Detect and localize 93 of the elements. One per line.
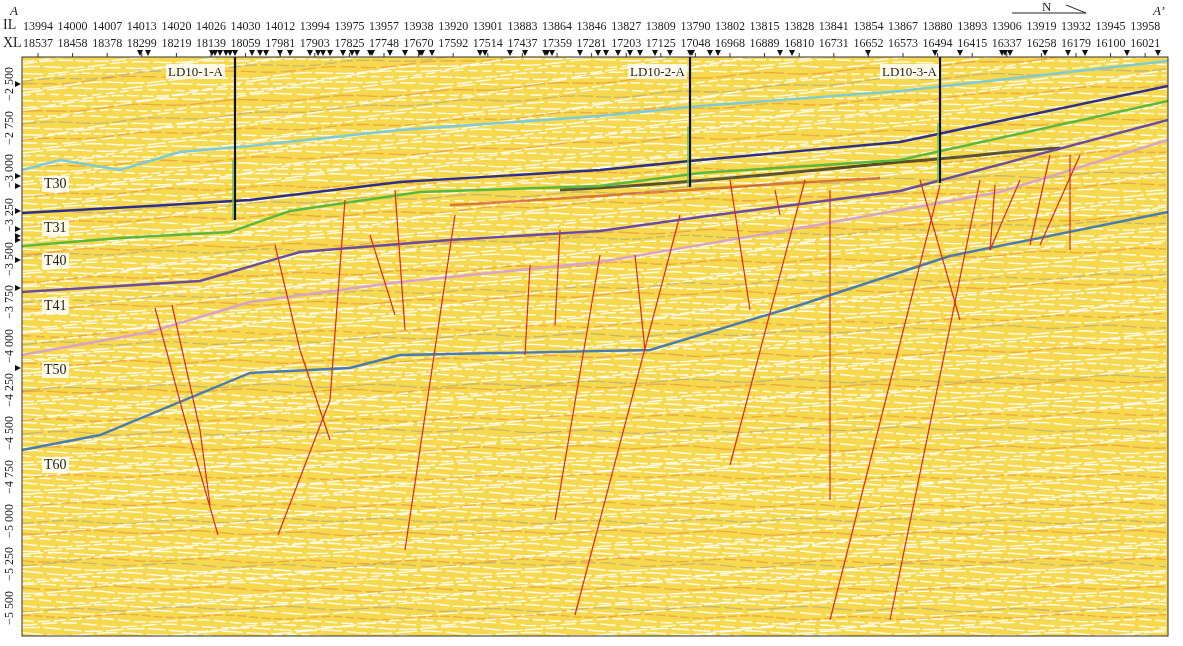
axis-title: IL (3, 18, 17, 32)
axis-title: XL (3, 36, 22, 50)
crossline-number-label: 16258 (1026, 37, 1057, 49)
inline-number-label: 13932 (1061, 20, 1091, 32)
inline-number-label: 13958 (1130, 20, 1161, 32)
crossline-number-label: 16889 (749, 37, 780, 49)
depth-tick-label: −2 750 (3, 110, 15, 145)
inline-number-label: 13919 (1026, 20, 1057, 32)
crossline-number-label: 16494 (922, 37, 953, 49)
horizon-label: T30 (42, 176, 69, 192)
crossline-number-label: 17825 (334, 37, 365, 49)
depth-tick-label: −2 500 (3, 67, 15, 101)
crossline-number-label: 16652 (853, 37, 884, 49)
depth-tick-label: −5 000 (3, 503, 15, 538)
crossline-number-label: 16021 (1130, 37, 1161, 49)
crossline-number-label: 16968 (715, 37, 745, 49)
crossline-number-label: 18219 (161, 37, 192, 49)
inline-number-label: 13901 (472, 20, 503, 32)
crossline-number-label: 16810 (784, 37, 815, 49)
inline-number-label: 13827 (611, 20, 642, 32)
inline-number-label: 13864 (542, 20, 572, 32)
crossline-number-label: 17748 (369, 37, 399, 49)
crossline-number-label: 17514 (472, 37, 503, 49)
inline-number-label: 13846 (576, 20, 607, 32)
inline-number-label: 14007 (92, 20, 123, 32)
crossline-number-label: 17670 (403, 37, 434, 49)
inline-number-label: 13854 (853, 20, 884, 32)
inline-number-label: 14030 (230, 20, 261, 32)
depth-tick-label: −3 500 (3, 241, 15, 276)
inline-number-label: 13867 (888, 20, 918, 32)
horizon-label: T31 (42, 220, 69, 236)
inline-number-label: 13815 (749, 20, 780, 32)
inline-number-label: 14013 (126, 20, 157, 32)
north-label: N (1042, 0, 1052, 13)
inline-number-label: 13945 (1095, 20, 1126, 32)
horizon-label: T60 (42, 457, 69, 473)
inline-number-label: 14000 (57, 20, 88, 32)
crossline-number-label: 17359 (542, 37, 572, 49)
inline-number-label: 13790 (680, 20, 711, 32)
inline-number-label: 13906 (991, 20, 1022, 32)
crossline-number-label: 17281 (576, 37, 607, 49)
section-end-label: A’ (1153, 4, 1165, 17)
crossline-number-label: 18378 (92, 37, 123, 49)
well-name-label: LD10-1-A (166, 64, 225, 79)
inline-number-label: 13809 (645, 20, 676, 32)
crossline-number-label: 16573 (888, 37, 918, 49)
inline-number-label: 13957 (369, 20, 399, 32)
crossline-number-label: 18059 (230, 37, 261, 49)
crossline-number-label: 18537 (23, 37, 53, 49)
crossline-number-label: 17903 (299, 37, 330, 49)
depth-tick-label: −5 500 (3, 591, 15, 625)
horizon-label: T41 (42, 298, 69, 314)
inline-number-label: 14026 (196, 20, 226, 32)
horizon-label: T40 (42, 253, 69, 269)
inline-number-label: 13994 (299, 20, 330, 32)
inline-number-label: 13994 (23, 20, 53, 32)
horizon-label: T50 (42, 362, 69, 378)
inline-number-label: 13883 (507, 20, 538, 32)
well-name-label: LD10-3-A (880, 64, 939, 79)
depth-tick-label: −3 250 (3, 198, 15, 232)
well-name-label: LD10-2-A (628, 64, 687, 79)
crossline-number-label: 17203 (611, 37, 642, 49)
depth-tick-label: −3 750 (3, 285, 15, 320)
inline-number-label: 13975 (334, 20, 365, 32)
crossline-number-label: 17437 (507, 37, 538, 49)
crossline-number-label: 17125 (645, 37, 676, 49)
section-end-label: A (10, 4, 18, 17)
inline-number-label: 13802 (715, 20, 745, 32)
depth-tick-label: −4 500 (3, 416, 15, 451)
crossline-number-label: 17981 (265, 37, 296, 49)
crossline-number-label: 16731 (818, 37, 849, 49)
depth-tick-label: −4 250 (3, 372, 15, 407)
crossline-number-label: 17592 (438, 37, 469, 49)
crossline-number-label: 16415 (957, 37, 988, 49)
depth-tick-label: −3 000 (3, 154, 15, 189)
inline-number-label: 13828 (784, 20, 815, 32)
inline-number-label: 14020 (161, 20, 192, 32)
inline-number-label: 14012 (265, 20, 296, 32)
inline-number-label: 13920 (438, 20, 469, 32)
crossline-number-label: 18458 (57, 37, 88, 49)
inline-number-label: 13938 (403, 20, 434, 32)
depth-tick-label: −4 750 (3, 460, 15, 494)
crossline-number-label: 16100 (1095, 37, 1126, 49)
crossline-number-label: 17048 (680, 37, 711, 49)
crossline-number-label: 16179 (1061, 37, 1091, 49)
inline-number-label: 13841 (818, 20, 849, 32)
crossline-number-label: 18139 (196, 37, 226, 49)
inline-number-label: 13893 (957, 20, 988, 32)
depth-tick-label: −4 000 (3, 329, 15, 363)
crossline-number-label: 16337 (991, 37, 1022, 49)
depth-tick-label: −5 250 (3, 547, 15, 582)
inline-number-label: 13880 (922, 20, 953, 32)
crossline-number-label: 18299 (126, 37, 157, 49)
